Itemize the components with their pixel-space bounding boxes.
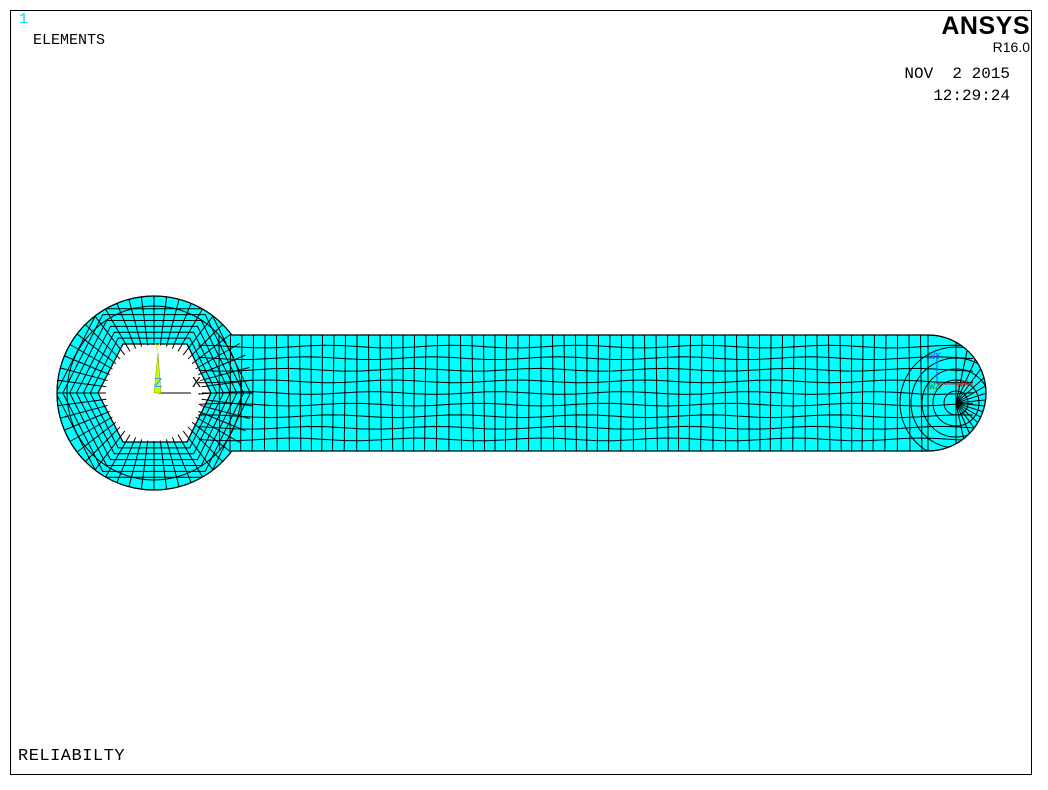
- triad-x-label: X: [192, 375, 201, 392]
- triad-y-label: Y: [154, 343, 161, 355]
- wx-label: WX: [957, 380, 969, 391]
- graphics-viewport[interactable]: 1 ELEMENTS ANSYS R16.0 NOV 2 2015 12:29:…: [10, 10, 1032, 775]
- wy-label: WY: [929, 352, 941, 363]
- triad-z-label: Z: [154, 376, 162, 392]
